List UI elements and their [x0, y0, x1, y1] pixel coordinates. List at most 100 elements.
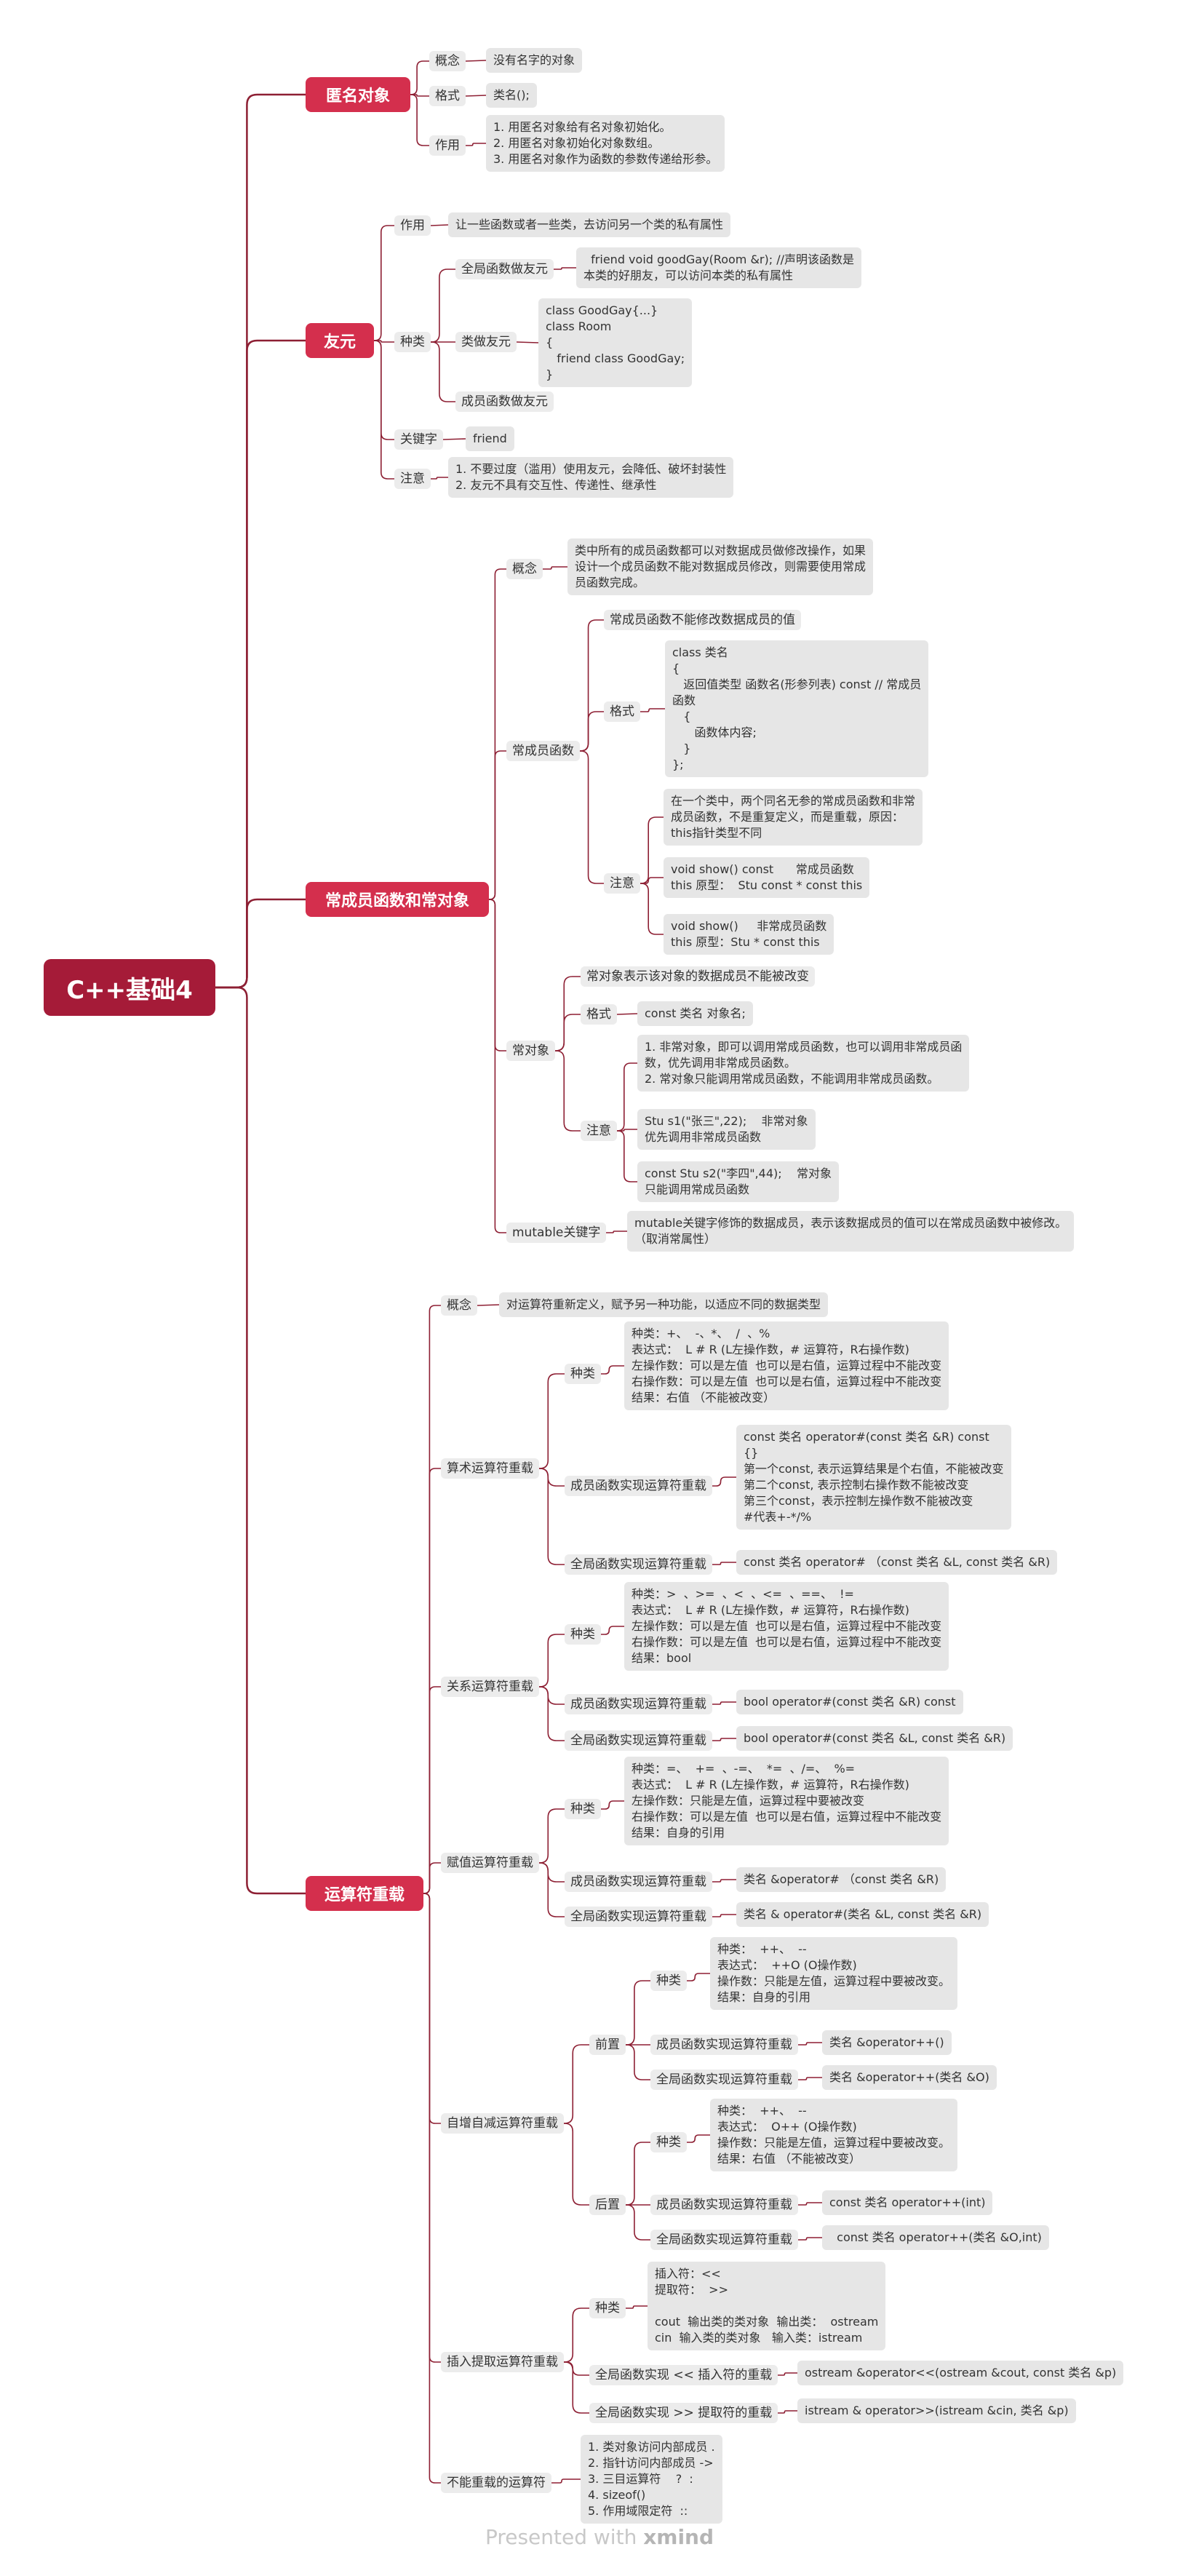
subtopic-kinds[interactable]: 种类: [394, 332, 431, 352]
leaf-text[interactable]: bool operator#(const 类名 &R) const: [736, 1690, 963, 1714]
leaf-text[interactable]: class GoodGay{...} class Room { friend c…: [538, 298, 693, 387]
leaf-text[interactable]: 类名 &operator++(类名 &O): [822, 2065, 997, 2090]
leaf-text[interactable]: 类名();: [486, 83, 537, 108]
subtopic-kinds[interactable]: 种类: [565, 1624, 601, 1645]
subtopic-global-overload[interactable]: 全局函数实现运算符重载: [650, 2230, 798, 2250]
topic-operator-overloading[interactable]: 运算符重载: [306, 1876, 423, 1911]
subtopic-usage[interactable]: 作用: [394, 215, 431, 236]
leaf-text[interactable]: 类名 &operator# （const 类名 &R): [736, 1867, 947, 1892]
leaf-text[interactable]: const 类名 operator++(类名 &O,int): [822, 2225, 1049, 2250]
subtopic-member-overload[interactable]: 成员函数实现运算符重载: [650, 2195, 798, 2215]
leaf-text[interactable]: class 类名 { 返回值类型 函数名(形参列表) const // 常成员 …: [665, 640, 929, 777]
subtopic-global-overload[interactable]: 全局函数实现运算符重载: [565, 1907, 712, 1927]
subtopic-kinds[interactable]: 种类: [589, 2298, 626, 2318]
connector: [640, 816, 664, 884]
subtopic-global-overload[interactable]: 全局函数实现运算符重载: [565, 1554, 712, 1575]
subtopic-concept[interactable]: 概念: [429, 51, 466, 71]
leaf-text[interactable]: 1. 不要过度（滥用）使用友元，会降低、破坏封装性 2. 友元不具有交互性、传递…: [448, 457, 734, 498]
connector: [410, 94, 429, 146]
leaf-text[interactable]: friend: [466, 426, 514, 451]
subtopic-concept[interactable]: 概念: [506, 559, 543, 579]
leaf-text[interactable]: bool operator#(const 类名 &L, const 类名 &R): [736, 1726, 1013, 1751]
subtopic-global-overload[interactable]: 全局函数实现运算符重载: [565, 1730, 712, 1751]
subtopic-member-overload[interactable]: 成员函数实现运算符重载: [565, 1694, 712, 1714]
subtopic-keyword[interactable]: 关键字: [394, 429, 443, 450]
leaf-text[interactable]: 种类：+、 -、*、 / 、% 表达式： L # R (L左操作数，# 运算符，…: [624, 1321, 949, 1410]
subtopic-mutable[interactable]: mutable关键字: [506, 1223, 607, 1243]
subtopic-concept[interactable]: 概念: [441, 1295, 477, 1316]
subtopic-const-member-function[interactable]: 常成员函数: [506, 741, 580, 761]
leaf-text[interactable]: 种类：=、 += 、-=、 *= 、/=、 %= 表达式： L # R (L左操…: [624, 1757, 949, 1845]
subtopic-class-friend[interactable]: 类做友元: [455, 332, 517, 352]
subtopic-member-overload[interactable]: 成员函数实现运算符重载: [565, 1872, 712, 1892]
leaf-text[interactable]: 1. 类对象访问内部成员 . 2. 指针访问内部成员 -> 3. 三目运算符 ?…: [581, 2435, 722, 2524]
subtopic-format[interactable]: 格式: [429, 86, 466, 106]
leaf-text[interactable]: 对运算符重新定义，赋予另一种功能，以适应不同的数据类型: [499, 1292, 829, 1317]
leaf-text[interactable]: 类名 & operator#(类名 &L, const 类名 &R): [736, 1902, 989, 1927]
topic-const-member-and-object[interactable]: 常成员函数和常对象: [306, 882, 489, 917]
subtopic-usage[interactable]: 作用: [429, 135, 466, 156]
subtopic-format[interactable]: 格式: [581, 1004, 617, 1025]
leaf-text[interactable]: 种类： ++、 -- 表达式： ++O (O操作数) 操作数：只能是左值，运算过…: [710, 1937, 958, 2010]
leaf-text[interactable]: ostream &operator<<(ostream &cout, const…: [797, 2361, 1124, 2385]
leaf-text[interactable]: 种类： ++、 -- 表达式： O++ (O操作数) 操作数：只能是左值，运算过…: [710, 2099, 958, 2171]
subtopic-non-overloadable[interactable]: 不能重载的运算符: [441, 2473, 551, 2493]
subtopic-note[interactable]: 注意: [394, 469, 431, 489]
topic-anonymous-object[interactable]: 匿名对象: [306, 77, 410, 112]
subtopic-arithmetic-overload[interactable]: 算术运算符重载: [441, 1458, 539, 1479]
subtopic-assignment-overload[interactable]: 赋值运算符重载: [441, 1853, 539, 1873]
connector: [617, 1130, 637, 1182]
connector: [564, 2044, 589, 2124]
leaf-text[interactable]: const 类名 operator# （const 类名 &L, const 类…: [736, 1550, 1058, 1575]
subtopic-member-friend[interactable]: 成员函数做友元: [455, 391, 554, 412]
topic-friend[interactable]: 友元: [306, 323, 374, 358]
subtopic-note[interactable]: 注意: [581, 1121, 617, 1141]
subtopic-kinds[interactable]: 种类: [650, 1971, 687, 1991]
connector: [489, 568, 506, 900]
leaf-text[interactable]: 种类：> 、>= 、< 、<= 、==、 != 表达式： L # R (L左操作…: [624, 1582, 949, 1671]
leaf-text[interactable]: istream & operator>>(istream &cin, 类名 &p…: [797, 2398, 1076, 2423]
leaf-text[interactable]: 让一些函数或者一些类，去访问另一个类的私有属性: [448, 212, 731, 237]
leaf-text[interactable]: const 类名 operator#(const 类名 &R) const {}…: [736, 1425, 1011, 1530]
subtopic-prefix[interactable]: 前置: [589, 2035, 626, 2055]
leaf-text[interactable]: 类中所有的成员函数都可以对数据成员做修改操作，如果 设计一个成员函数不能对数据成…: [567, 538, 874, 595]
leaf-text[interactable]: friend void goodGay(Room &r); //声明该函数是 本…: [576, 247, 862, 288]
leaf-text[interactable]: 1. 非常对象，即可以调用常成员函数，也可以调用非常成员函 数，优先调用非常成员…: [637, 1035, 970, 1092]
connector: [215, 898, 306, 989]
subtopic-stream-overload[interactable]: 插入提取运算符重载: [441, 2352, 564, 2372]
subtopic-const-object[interactable]: 常对象: [506, 1041, 555, 1061]
root-topic[interactable]: C++基础4: [44, 959, 215, 1016]
subtopic-relational-overload[interactable]: 关系运算符重载: [441, 1677, 539, 1697]
leaf-text[interactable]: void show() 非常成员函数 this 原型：Stu * const t…: [664, 914, 834, 955]
subtopic-member-overload[interactable]: 成员函数实现运算符重载: [650, 2035, 798, 2055]
subtopic-global-friend[interactable]: 全局函数做友元: [455, 259, 554, 279]
leaf-text[interactable]: 插入符：<< 提取符： >> cout 输出类的类对象 输出类： ostream…: [648, 2262, 886, 2350]
leaf-text[interactable]: 类名 &operator++(): [822, 2030, 952, 2055]
leaf-text[interactable]: Stu s1("张三",22); 非常对象 优先调用非常成员函数: [637, 1109, 816, 1150]
leaf-text[interactable]: 1. 用匿名对象给有名对象初始化。 2. 用匿名对象初始化对象数组。 3. 用匿…: [486, 115, 725, 172]
subtopic-insert-overload[interactable]: 全局函数实现 << 插入符的重载: [589, 2365, 778, 2385]
subtopic-rule[interactable]: 常成员函数不能修改数据成员的值: [604, 610, 801, 630]
connector: [489, 899, 506, 1233]
subtopic-postfix[interactable]: 后置: [589, 2195, 626, 2215]
subtopic-note[interactable]: 注意: [604, 873, 640, 894]
leaf-text[interactable]: const 类名 operator++(int): [822, 2190, 993, 2215]
subtopic-extract-overload[interactable]: 全局函数实现 >> 提取符的重载: [589, 2403, 778, 2423]
leaf-text[interactable]: void show() const 常成员函数 this 原型： Stu con…: [664, 857, 870, 898]
connector: [374, 340, 394, 440]
leaf-text[interactable]: 没有名字的对象: [486, 48, 583, 73]
subtopic-member-overload[interactable]: 成员函数实现运算符重载: [565, 1476, 712, 1496]
subtopic-rule[interactable]: 常对象表示该对象的数据成员不能被改变: [581, 966, 815, 987]
subtopic-kinds[interactable]: 种类: [565, 1364, 601, 1384]
subtopic-kinds[interactable]: 种类: [650, 2132, 687, 2152]
subtopic-kinds[interactable]: 种类: [565, 1799, 601, 1819]
subtopic-global-overload[interactable]: 全局函数实现运算符重载: [650, 2070, 798, 2090]
subtopic-increment-overload[interactable]: 自增自减运算符重载: [441, 2113, 564, 2134]
leaf-text[interactable]: 在一个类中，两个同名无参的常成员函数和非常 成员函数，不是重复定义，而是重载，原…: [664, 789, 923, 846]
subtopic-format[interactable]: 格式: [604, 701, 640, 722]
watermark: Presented with xmind: [0, 2525, 1199, 2549]
connector: [465, 95, 487, 97]
leaf-text[interactable]: const 类名 对象名;: [637, 1001, 753, 1026]
leaf-text[interactable]: const Stu s2("李四",44); 常对象 只能调用常成员函数: [637, 1161, 839, 1202]
leaf-text[interactable]: mutable关键字修饰的数据成员，表示该数据成员的值可以在常成员函数中被修改。…: [627, 1211, 1075, 1252]
